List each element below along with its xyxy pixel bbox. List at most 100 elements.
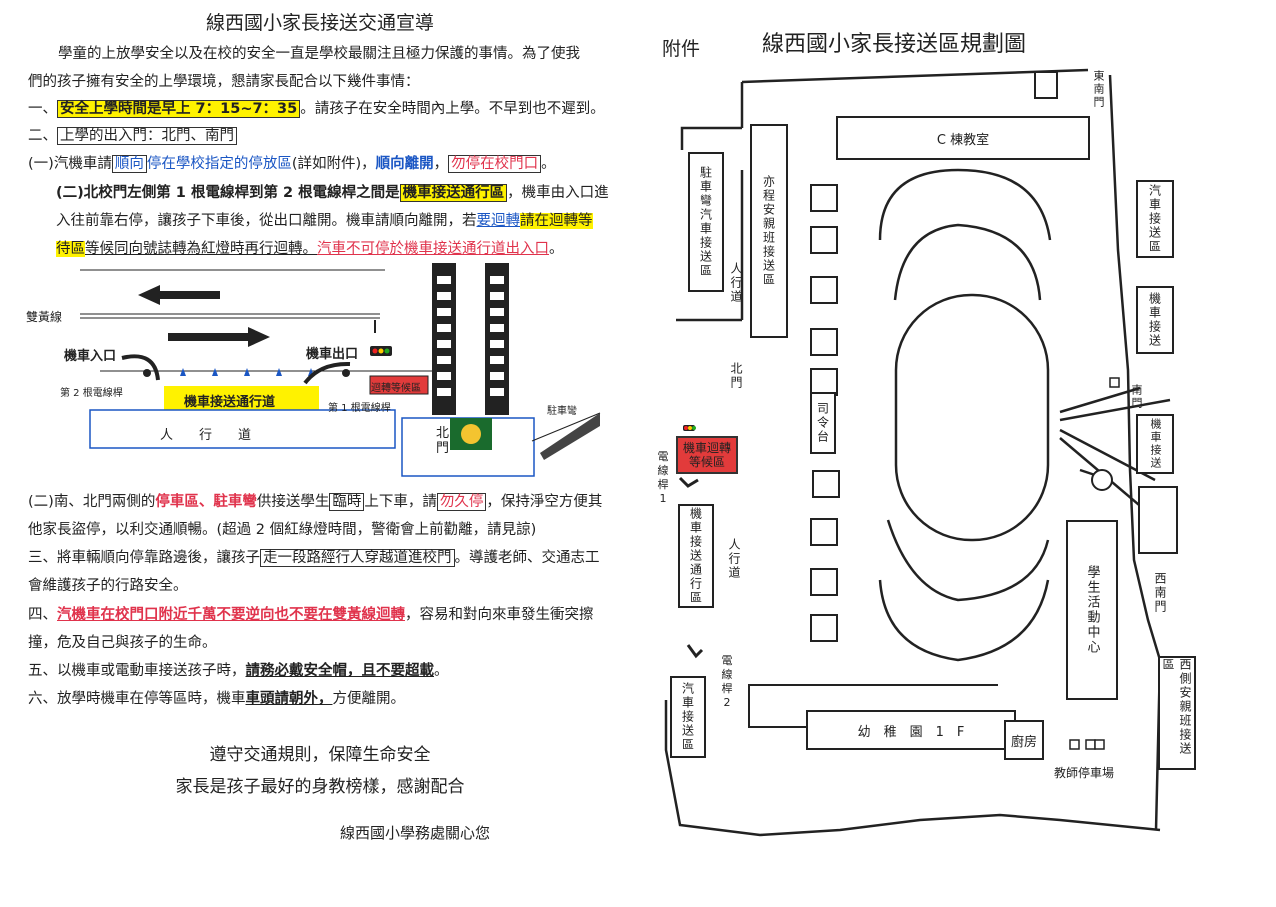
item-2b-part10: 。 [549, 241, 564, 257]
southwest-gate-label: 西南門 [1153, 572, 1167, 614]
item-3-line-2: 他家長盜停，以利交通順暢。(超過 2 個紅綠燈時間，警衛會上前勸離，請見諒) [28, 522, 537, 538]
item-2b-part7: 待區 [56, 241, 85, 257]
item-4-part3: 。導護老師、交通志工 [454, 550, 600, 566]
item-2a-part2: 順向 [111, 155, 147, 173]
campus-map [664, 68, 1171, 837]
item-3-part3: 供接送學生 [256, 494, 330, 510]
crosswalk-stripes [437, 276, 504, 396]
item-2a-part4: (詳如附件)， [291, 156, 376, 172]
item-2a-part8: 。 [541, 156, 556, 172]
building-block-7 [810, 518, 838, 546]
uturn-zone-box [369, 375, 429, 395]
building-block-9 [810, 614, 838, 642]
campus-outline [664, 68, 1171, 837]
intro-line-1: 學童的上放學安全以及在校的安全一直是學校最關注且極力保護的事情。為了使我 [58, 46, 580, 62]
item-3-part1: (二)南、北門兩側的 [28, 494, 156, 510]
signature: 線西國小學務處關心您 [340, 824, 491, 842]
item-2b-part2: 機車接送通行區 [399, 184, 508, 202]
exit-curve-arrow [303, 361, 351, 385]
building-block-6 [812, 470, 840, 498]
item-7-part2: 車頭請朝外， [245, 691, 333, 707]
sidewalk-box [89, 409, 396, 449]
item-2b-part8: 等候同向號誌轉為紅燈時再行迴轉。 [85, 241, 317, 257]
diagram-lane: 機車接送通行道 [184, 395, 276, 410]
south-gate-marker [1109, 377, 1120, 388]
south-gate-label: 南門 [1130, 384, 1143, 410]
item-1: 一、安全上學時間是早上 7：15~7：35。請孩子在安全時間內上學。不早到也不遲… [28, 97, 605, 118]
item-2b-line-3: 待區等候同向號誌轉為紅燈時再行迴轉。汽車不可停於機車接送通行道出入口。 [56, 237, 564, 258]
item-3-part4: 臨時 [329, 493, 365, 511]
item-2b-line-1: (二)北校門左側第 1 根電線桿到第 2 根電線桿之間是機車接送通行區，機車由入… [56, 181, 609, 202]
item-4-line-2: 會維護孩子的行路安全。 [28, 578, 188, 594]
item-7-part3: 方便離開。 [332, 691, 406, 707]
diagram-moto-exit: 機車出口 [306, 347, 359, 362]
right-title: 線西國小家長接送區規劃圖 [762, 32, 1027, 57]
podium: 司令台 [810, 392, 836, 454]
item-1-rest: 。請孩子在安全時間內上學。不早到也不遲到。 [300, 101, 605, 117]
item-1-highlight: 安全上學時間是早上 7：15~7：35 [57, 100, 301, 118]
diagram-north-gate: 北門 [436, 426, 450, 456]
item-2a-part1: (一)汽機車請 [28, 156, 112, 172]
item-5-part2: 汽機車在校門口附近千萬不要逆向也不要在雙黃線迴轉 [57, 607, 405, 623]
kitchen: 廚房 [1004, 720, 1044, 760]
left-title: 線西國小家長接送交通宣導 [205, 12, 434, 34]
track-oval [894, 293, 1050, 542]
item-5-line-2: 撞，危及自己與孩子的生命。 [28, 635, 217, 651]
item-5-part3: ，容易和對向來車發生衝突擦 [405, 607, 594, 623]
traffic-diagram [80, 263, 601, 477]
item-2a-part5: 順向離開 [375, 156, 434, 172]
teacher-parking-icon-2 [1085, 739, 1096, 750]
building-block-4 [810, 328, 838, 356]
right-page: 附件 線西國小家長接送區規劃圖 [640, 0, 1276, 907]
item-2: 二、上學的出入門：北門、南門 [28, 124, 237, 145]
parent-class-zone: 亦程安親班接送區 [750, 124, 788, 338]
moto-pickup-zone: 機車接送 [1136, 286, 1174, 354]
pole-2-label: 電線桿 2 [721, 654, 733, 709]
north-gate-label: 北門 [729, 362, 743, 390]
item-2b-part3: ，機車由入口進 [507, 185, 609, 201]
diagram-sidewalk: 人 行 道 [160, 428, 252, 443]
building-block-2 [810, 226, 838, 254]
parking-car-zone: 駐車彎汽車接送區 [688, 152, 724, 292]
kindergarten: 幼 稚 園 1 F [806, 710, 1016, 750]
lane-markers [180, 368, 314, 376]
item-6-part1: 五、以機車或電動車接送孩子時， [28, 663, 246, 679]
building-block-3 [810, 276, 838, 304]
right-arrow [168, 327, 270, 347]
pole-2-icon [686, 644, 704, 659]
c-building: C 棟教室 [836, 116, 1090, 160]
diagram-double-yellow: 雙黃線 [26, 310, 63, 324]
diagram-moto-entry: 機車入口 [64, 349, 117, 364]
diagram-uturn: 迴轉等候區 [371, 383, 421, 394]
item-4-line-1: 三、將車輛順向停靠路邊後，讓孩子走一段路經行人穿越道進校門。導護老師、交通志工 [28, 546, 600, 567]
item-3-line-1: (二)南、北門兩側的停車區、駐車彎供接送學生臨時上下車，請勿久停，保持淨空方便其 [28, 490, 602, 511]
pole-1-label: 電線桿 1 [657, 450, 669, 505]
building-block-1 [810, 184, 838, 212]
item-2a-part3: 停在學校指定的停放區 [146, 156, 292, 172]
diagram-pole1: 第 1 根電線桿 [328, 403, 391, 414]
item-7: 六、放學時機車在停等區時，機車車頭請朝外，方便離開。 [28, 687, 405, 708]
pole-2-marker [143, 369, 151, 377]
moto-pickup-zone-2: 機車接送 [1136, 414, 1174, 474]
item-6: 五、以機車或電動車接送孩子時，請務必戴安全帽，且不要超載。 [28, 659, 449, 680]
item-1-prefix: 一、 [28, 101, 57, 117]
item-4-part1: 三、將車輛順向停靠路邊後，讓孩子 [28, 550, 260, 566]
item-2b-part4: 入往前靠右停，讓孩子下車後，從出口離開。機車請順向離開，若 [56, 213, 477, 229]
slogan-1: 遵守交通規則，保障生命安全 [209, 745, 431, 765]
attach-label: 附件 [662, 38, 701, 60]
left-page: 線西國小家長接送交通宣導 學童的上放學安全以及在校的安全一直是學校最關注且極力保… [26, 12, 609, 842]
sidewalk-label-1: 人行道 [729, 262, 743, 304]
uturn-zone: 機車迴轉等候區 [676, 436, 738, 474]
item-5-line-1: 四、汽機車在校門口附近千萬不要逆向也不要在雙黃線迴轉，容易和對向來車發生衝突擦 [28, 603, 594, 624]
item-2b-part9: 汽車不可停於機車接送通行道出入口 [317, 241, 549, 257]
item-2a: (一)汽機車請順向停在學校指定的停放區(詳如附件)，順向離開，勿停在校門口。 [28, 152, 556, 173]
item-7-part1: 六、放學時機車在停等區時，機車 [28, 691, 246, 707]
pole-1-marker [342, 369, 350, 377]
slogan-2: 家長是孩子最好的身教榜樣，感謝配合 [175, 777, 465, 797]
item-2b-line-2: 入往前靠右停，讓孩子下車後，從出口離開。機車請順向離開，若要迴轉請在迴轉等 [56, 209, 593, 230]
item-2b-part5: 要迴轉 [476, 213, 521, 229]
item-3-part5: 上下車，請 [364, 494, 437, 510]
car-pickup-zone-3: 汽車接送區 [670, 676, 706, 758]
item-3-part7: ，保持淨空方便其 [486, 494, 603, 510]
item-2b-part1: (二)北校門左側第 1 根電線桿到第 2 根電線桿之間是 [56, 185, 400, 201]
